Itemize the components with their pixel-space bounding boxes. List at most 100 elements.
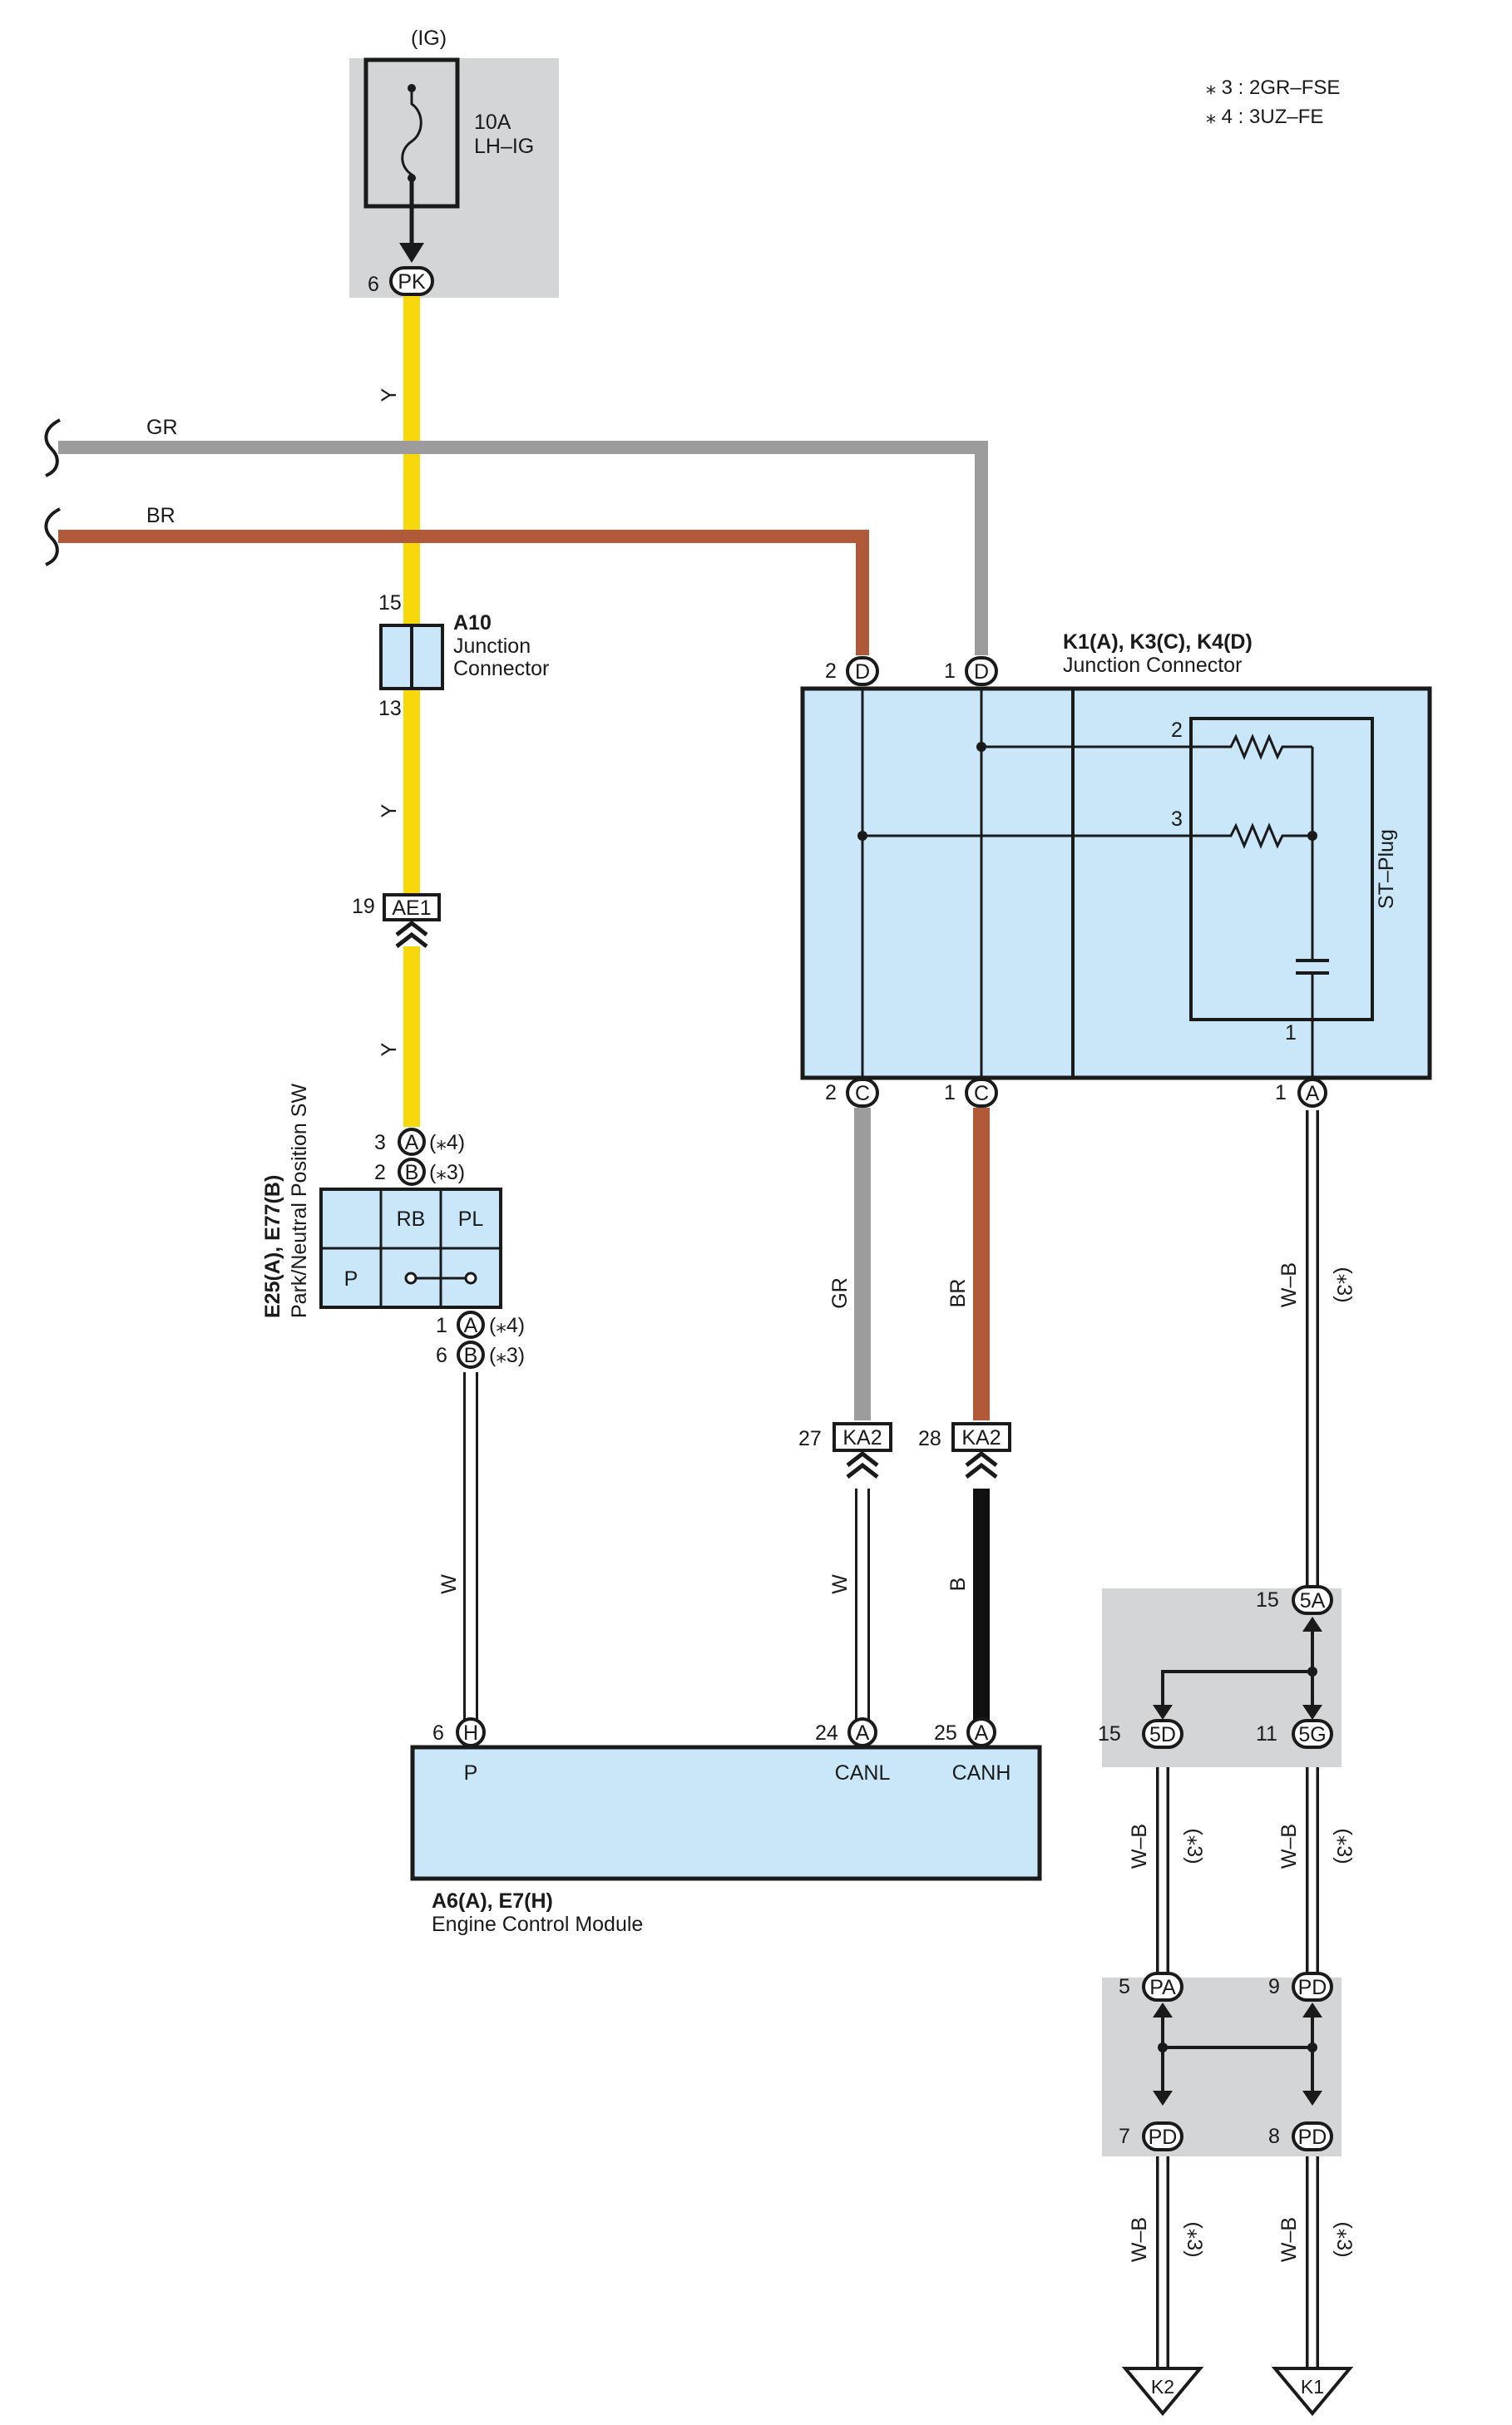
ka2-label-27: KA2: [842, 1426, 882, 1450]
fuse-pin: PK: [398, 270, 426, 294]
ecm-name: Engine Control Module: [432, 1913, 643, 1936]
splice-conn-5a: 5A: [1300, 1589, 1326, 1613]
wire-label-wb: W–B: [1277, 2217, 1301, 2262]
splice-conn-pa: PA: [1149, 1976, 1176, 1999]
pnp-conn-a: A: [405, 1131, 419, 1154]
ecm-pin-24: 24: [815, 1721, 838, 1745]
junction-bot-pin-2: 2: [825, 1081, 837, 1104]
junction-top-pin-1: 1: [944, 659, 956, 683]
resistor-icon: [1223, 822, 1312, 849]
a10-pin-top: 15: [378, 591, 402, 615]
splice-conn-pd-8: PD: [1298, 2126, 1327, 2149]
ka2-label-28: KA2: [961, 1426, 1001, 1450]
ecm-terminal-canl: CANL: [835, 1761, 891, 1785]
wire-label-gr-mid: GR: [828, 1277, 852, 1309]
pnp-id: E25(A), E77(B): [261, 1175, 284, 1318]
ae1-chevron-icon: [395, 920, 428, 948]
pnp-cell-rb: RB: [397, 1208, 426, 1231]
ground-k2-icon: [1121, 2367, 1204, 2417]
wire-label-wb: W–B: [1277, 1824, 1301, 1869]
junction-id: K1(A), K3(C), K4(D): [1063, 630, 1253, 654]
pnp-pin-1: 1: [436, 1314, 447, 1337]
ground-k1-icon: [1271, 2367, 1354, 2417]
wire-label-wb-mark: (⁎3): [1183, 1828, 1206, 1864]
ground-k1-label: K1: [1301, 2376, 1324, 2398]
splice-conn-5d: 5D: [1149, 1723, 1176, 1746]
pnp-cell-pl: PL: [458, 1208, 484, 1231]
wire-label-wb-mark: (⁎3): [1332, 1267, 1356, 1302]
ecm-terminal-p: P: [464, 1761, 478, 1785]
wire-label-wb: W–B: [1128, 2217, 1151, 2262]
wire-label-y-low: Y: [378, 1042, 401, 1056]
splice-pin-9: 9: [1268, 1975, 1280, 1998]
st-plug-box: [1189, 717, 1374, 1021]
ka2-chevron-icon: [846, 1450, 879, 1479]
wire-break-icon: [44, 418, 61, 477]
ka2-number-27: 27: [798, 1427, 822, 1450]
ecm-pin-25: 25: [934, 1721, 957, 1745]
fuse-name: LH–IG: [474, 135, 534, 158]
ka2-chevron-icon: [965, 1450, 998, 1479]
wire-label-y-mid: Y: [378, 803, 401, 817]
junction-bot-conn-c2: C: [974, 1082, 989, 1105]
wire-label-br: BR: [146, 504, 175, 527]
note-3uz: ⁎ 4 : 3UZ–FE: [1206, 106, 1323, 128]
arrow-down-icon: [1153, 2091, 1173, 2106]
wire-label-gr: GR: [146, 416, 178, 439]
pnp-mark-3-low: (⁎3): [489, 1344, 525, 1367]
splice-pin-11: 11: [1256, 1722, 1277, 1746]
ka2-number-28: 28: [918, 1427, 941, 1450]
arrow-up-icon: [1302, 2003, 1322, 2018]
wire-gr-top: [58, 441, 988, 655]
st-plug-pin-1: 1: [1285, 1021, 1297, 1045]
wire-label-w-left: W: [437, 1574, 461, 1594]
junction-top-conn-d: D: [855, 660, 870, 684]
arrow-up-icon: [1153, 2003, 1173, 2018]
st-plug-pin-3: 3: [1171, 808, 1183, 831]
pnp-contact-icon: [404, 1272, 477, 1285]
junction-bot-conn-c: C: [855, 1082, 870, 1105]
fuse-element-icon: [401, 91, 422, 187]
wire-label-wb: W–B: [1128, 1824, 1151, 1869]
ae1-number: 19: [352, 895, 375, 918]
wire-break-icon: [44, 507, 61, 566]
arrow-up-icon: [1302, 1617, 1322, 1632]
ecm-id: A6(A), E7(H): [432, 1889, 553, 1913]
a10-id: A10: [453, 611, 492, 635]
splice-pin-15d: 15: [1098, 1722, 1121, 1746]
splice-conn-pd-9: PD: [1298, 1976, 1327, 1999]
ecm-conn-h: H: [463, 1721, 478, 1745]
fuse-shade: [349, 58, 559, 298]
pnp-conn-b-low: B: [464, 1344, 478, 1367]
arrow-down-icon: [1153, 1705, 1173, 1720]
fuse-ig-label: (IG): [411, 27, 447, 50]
ecm-terminal-canh: CANH: [952, 1761, 1011, 1785]
pnp-mark-3: (⁎3): [429, 1161, 465, 1184]
ground-k2-label: K2: [1151, 2376, 1174, 2398]
pnp-cell-p: P: [344, 1267, 358, 1291]
ecm-conn-a-24: A: [856, 1721, 870, 1745]
st-plug-label: ST–Plug: [1375, 829, 1398, 909]
junction-top-pin-2: 2: [825, 659, 837, 683]
pnp-pin-6: 6: [436, 1344, 447, 1367]
pnp-mark-4-low: (⁎4): [489, 1314, 525, 1337]
splice-pin-5: 5: [1119, 1975, 1130, 1998]
junction-bot-pin-1a: 1: [1275, 1081, 1287, 1104]
ae1-connector: [383, 893, 441, 921]
note-2gr: ⁎ 3 : 2GR–FSE: [1206, 77, 1340, 99]
ka2-connector-28: [951, 1422, 1011, 1452]
st-plug-pin-2: 2: [1171, 719, 1183, 742]
splice-conn-pd-7: PD: [1149, 2126, 1178, 2149]
splice-pin-15a: 15: [1256, 1588, 1279, 1612]
wire-label-y-top: Y: [378, 388, 401, 402]
a10-name-1: Junction: [453, 635, 531, 658]
junction-name: Junction Connector: [1063, 654, 1242, 677]
junction-top-conn-d2: D: [974, 660, 989, 684]
ae1-label: AE1: [392, 896, 431, 920]
junction-box: [800, 686, 1432, 1080]
wire-label-wb: W–B: [1277, 1262, 1301, 1307]
resistor-icon: [1223, 733, 1312, 760]
wire-label-b-mid: B: [946, 1578, 970, 1592]
fuse-arrow-icon: [399, 243, 424, 263]
